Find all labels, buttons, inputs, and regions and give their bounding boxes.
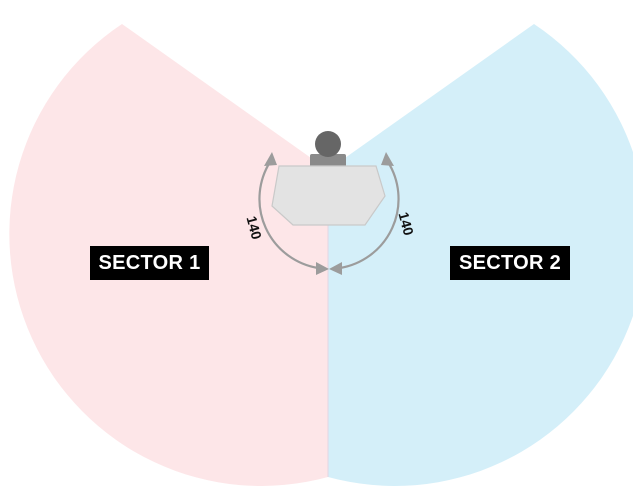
sector-2-label: SECTOR 2 [450,246,570,280]
person-icon [310,131,346,168]
sector-1-angle-arc [258,152,329,275]
desk-icon [271,165,386,226]
sector-1-label: SECTOR 1 [90,246,209,280]
sector-1-angle-label: 140 [244,214,266,241]
sector-2-angle-label: 140 [396,210,418,237]
sector-2-angle-arc [329,152,400,275]
